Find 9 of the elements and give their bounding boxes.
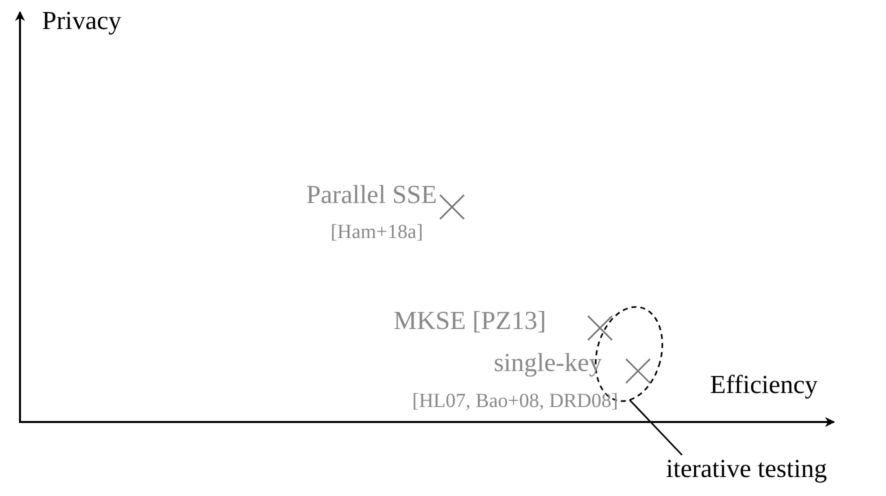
scheme-label: Parallel SSE <box>306 182 437 208</box>
scheme-label: MKSE [PZ13] <box>394 308 546 334</box>
axis-label: Efficiency <box>710 372 818 398</box>
leader-line <box>629 399 683 456</box>
annotation-text: iterative testing <box>666 456 828 482</box>
citation-text: [HL07, Bao+08, DRD08] <box>412 391 618 411</box>
axis-label: Privacy <box>42 8 122 34</box>
scheme-label: single-key <box>494 350 602 376</box>
citation-text: [Ham+18a] <box>330 222 423 242</box>
